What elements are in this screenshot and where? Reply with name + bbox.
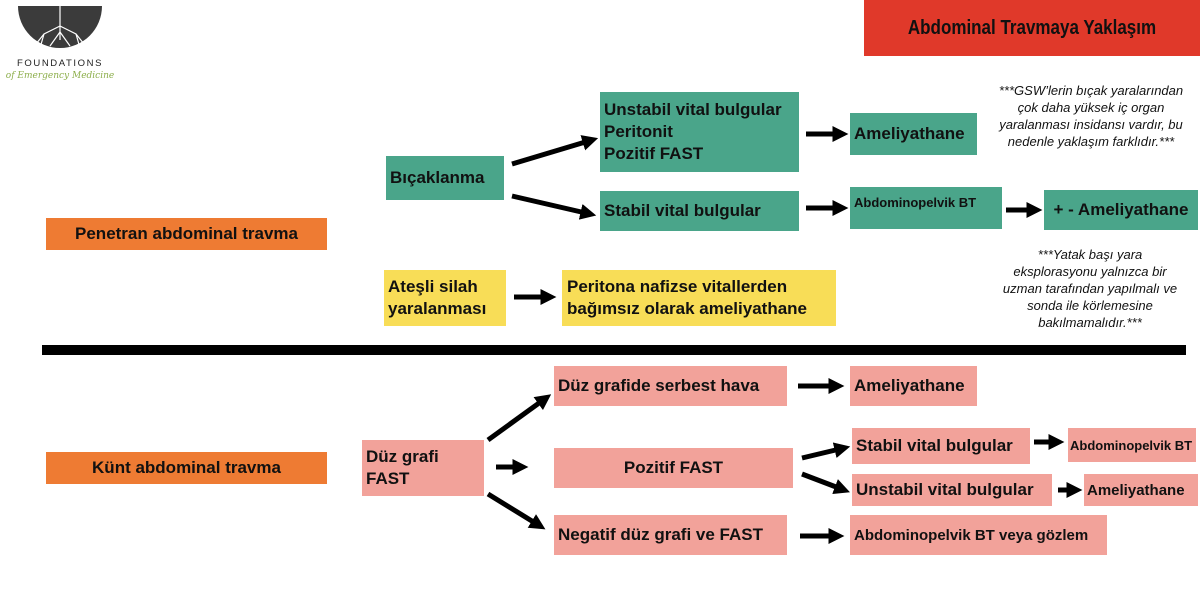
pos-unstable-box: Unstabil vital bulgular — [852, 474, 1052, 506]
tree-logo-icon — [18, 6, 102, 49]
pos-unstable-text: Unstabil vital bulgular — [856, 480, 1034, 499]
negative-result-box: Abdominopelvik BT veya gözlem — [850, 515, 1107, 555]
gsw-result-line-2: bağımsız olarak ameliyathane — [567, 299, 807, 318]
logo: FOUNDATIONS of Emergency Medicine — [0, 0, 120, 90]
logo-tagline: of Emergency Medicine — [5, 71, 115, 81]
negative-box: Negatif düz grafi ve FAST — [554, 515, 787, 555]
pos-stable-result-box: Abdominopelvik BT — [1068, 428, 1196, 462]
arrow-start-negative — [486, 491, 546, 530]
negative-text: Negatif düz grafi ve FAST — [558, 525, 763, 544]
gsw-box: Ateşli silah yaralanması — [384, 270, 506, 326]
pos-stable-result-text: Abdominopelvik BT — [1070, 437, 1193, 453]
gsw-note-line-2: çok daha yüksek iç organ — [1017, 100, 1165, 115]
free-air-result-box: Ameliyathane — [850, 366, 977, 406]
kunt-label: Künt abdominal travma — [46, 452, 327, 484]
gsw-note-line-4: nedenle yaklaşım farklıdır.*** — [1007, 134, 1175, 149]
unstable-box: Unstabil vital bulgular Peritonit Poziti… — [600, 92, 799, 172]
free-air-text: Düz grafide serbest hava — [558, 376, 760, 395]
penetran-label: Penetran abdominal travma — [46, 218, 327, 250]
stable-result-text: + - Ameliyathane — [1053, 200, 1189, 219]
stable-result-box: + - Ameliyathane — [1044, 190, 1198, 230]
positive-fast-box: Pozitif FAST — [554, 448, 793, 488]
free-air-result-text: Ameliyathane — [854, 376, 965, 395]
exploration-note-line-5: bakılmamalıdır.*** — [1038, 315, 1142, 330]
gsw-result-line-1: Peritona nafizse vitallerden — [567, 277, 788, 296]
pos-stable-box: Stabil vital bulgular — [852, 428, 1030, 464]
pos-stable-text: Stabil vital bulgular — [856, 436, 1013, 455]
arrow-positive-unstable — [801, 471, 850, 495]
logo-name: FOUNDATIONS — [16, 58, 104, 69]
penetran-label-text: Penetran abdominal travma — [75, 224, 298, 243]
exploration-note-line-3: uzman tarafından yapılmalı ve — [1002, 281, 1178, 296]
section-divider — [42, 345, 1186, 355]
kunt-start-line-2: FAST — [366, 469, 410, 488]
unstable-result-text: Ameliyathane — [854, 124, 965, 143]
exploration-note-line-2: eksplorasyonu yalnızca bir — [1013, 264, 1167, 279]
kunt-start-line-1: Düz grafi — [366, 447, 439, 466]
stable-ct-text: Abdominopelvik BT — [854, 195, 977, 210]
gsw-line-1: Ateşli silah — [388, 277, 478, 296]
kunt-label-text: Künt abdominal travma — [92, 458, 281, 477]
stable-box: Stabil vital bulgular — [600, 191, 799, 231]
pos-unstable-result-box: Ameliyathane — [1084, 474, 1198, 506]
unstable-line-2: Peritonit — [604, 122, 673, 141]
arrow-positive-stable — [801, 442, 851, 461]
negative-result-text: Abdominopelvik BT veya gözlem — [854, 526, 1089, 544]
gsw-note-line-1: ***GSW’lerin bıçak yaralarından — [998, 83, 1184, 98]
unstable-line-3: Pozitif FAST — [604, 144, 704, 163]
exploration-note-line-1: ***Yatak başı yara — [1037, 247, 1143, 262]
free-air-box: Düz grafide serbest hava — [554, 366, 787, 406]
stable-ct-box: Abdominopelvik BT — [850, 187, 1002, 229]
arrow-bicak-stable — [511, 193, 597, 220]
arrow-start-freeair — [486, 394, 552, 443]
stable-text: Stabil vital bulgular — [604, 201, 761, 220]
unstable-line-1: Unstabil vital bulgular — [604, 100, 782, 119]
exploration-note-line-4: sonda ile körlemesine — [1027, 298, 1153, 313]
positive-fast-text: Pozitif FAST — [623, 458, 724, 477]
unstable-result-box: Ameliyathane — [850, 113, 977, 155]
pos-unstable-result-text: Ameliyathane — [1087, 481, 1185, 499]
gsw-note: ***GSW’lerin bıçak yaralarından çok daha… — [982, 82, 1200, 150]
bicaklanma-text: Bıçaklanma — [390, 168, 485, 187]
gsw-line-2: yaralanması — [388, 299, 487, 318]
page-title: Abdominal Travmaya Yaklaşım — [864, 0, 1200, 56]
gsw-note-line-3: yaralanması insidansı vardır, bu — [999, 117, 1183, 132]
arrow-bicak-unstable — [511, 135, 599, 167]
bicaklanma-box: Bıçaklanma — [386, 156, 504, 200]
kunt-start-box: Düz grafi FAST — [362, 440, 484, 496]
exploration-note: ***Yatak başı yara eksplorasyonu yalnızc… — [990, 246, 1190, 331]
page-title-text: Abdominal Travmaya Yaklaşım — [907, 16, 1157, 39]
gsw-result-box: Peritona nafizse vitallerden bağımsız ol… — [562, 270, 836, 326]
